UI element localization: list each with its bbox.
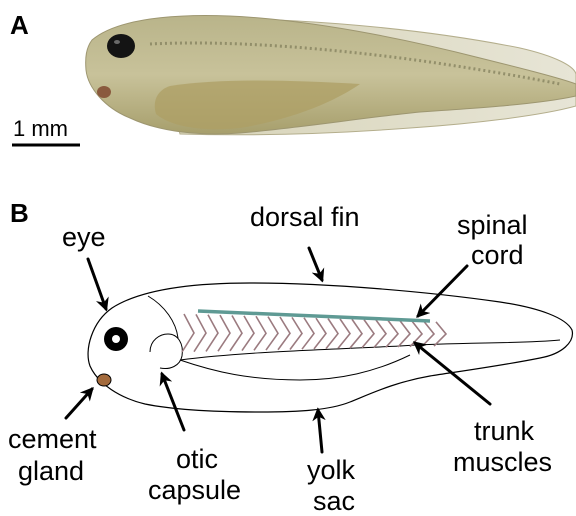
photo-eye-highlight xyxy=(114,40,120,44)
dorsal-fin-arrow xyxy=(309,248,322,280)
label-yolk-sac-line2: sac xyxy=(313,486,355,516)
label-cement-gland-line2: gland xyxy=(18,456,84,486)
label-otic-capsule-line2: capsule xyxy=(148,475,241,505)
photo-eye xyxy=(107,34,135,58)
diagram-eye-pupil xyxy=(112,335,120,343)
label-trunk-muscles-line2: muscles xyxy=(453,447,552,477)
diagram-outline xyxy=(88,283,572,412)
cement-gland-arrow xyxy=(66,389,92,418)
yolk-sac-arrow xyxy=(318,410,322,452)
eye-arrow xyxy=(88,259,106,309)
label-dorsal-fin: dorsal fin xyxy=(250,202,360,232)
label-cement-gland-line1: cement xyxy=(8,424,97,454)
label-trunk-muscles-line1: trunk xyxy=(474,416,535,446)
photo-cement-gland xyxy=(97,86,111,98)
scale-bar-label: 1 mm xyxy=(13,116,68,141)
panel-b-letter: B xyxy=(10,198,29,228)
panel-a-letter: A xyxy=(10,10,29,40)
label-otic-capsule-line1: otic xyxy=(176,444,218,474)
label-yolk-sac-line1: yolk xyxy=(307,455,356,485)
diagram-cement-gland xyxy=(97,374,111,386)
tadpole-diagram xyxy=(88,283,572,412)
tadpole-photo xyxy=(86,16,576,135)
label-spinal-cord-line2: cord xyxy=(471,240,524,270)
label-eye: eye xyxy=(62,222,106,252)
label-spinal-cord-line1: spinal xyxy=(457,210,528,240)
